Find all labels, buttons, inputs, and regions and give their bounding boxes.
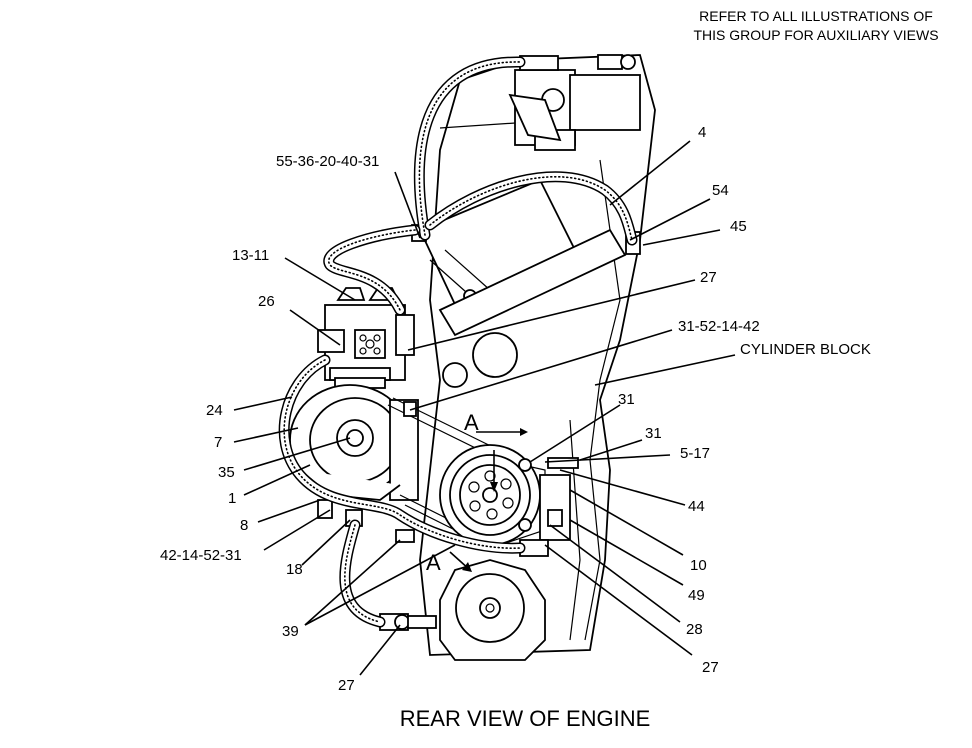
- callout-39: 39: [282, 623, 299, 640]
- callout-8: 8: [240, 517, 248, 534]
- engine-illustration: [289, 54, 656, 661]
- callout-55-36-20-40-31: 55-36-20-40-31: [276, 153, 379, 170]
- callout-4: 4: [698, 124, 706, 141]
- callout-49: 49: [688, 587, 705, 604]
- callout-10: 10: [690, 557, 707, 574]
- callout-18: 18: [286, 561, 303, 578]
- callout-5-17: 5-17: [680, 445, 710, 462]
- hoses: [278, 56, 638, 628]
- section-label-a-top: A: [464, 410, 479, 435]
- callout-35: 35: [218, 464, 235, 481]
- callout-42-14-52-31: 42-14-52-31: [160, 547, 242, 564]
- callout-54: 54: [712, 182, 729, 199]
- leader-lines: [233, 140, 736, 676]
- callout-cylinder-block: CYLINDER BLOCK: [740, 341, 871, 358]
- header-note-line1: REFER TO ALL ILLUSTRATIONS OF: [699, 8, 933, 24]
- callout-27-right: 27: [702, 659, 719, 676]
- callout-45: 45: [730, 218, 747, 235]
- callout-26: 26: [258, 293, 275, 310]
- callout-24: 24: [206, 402, 223, 419]
- header-note-line2: THIS GROUP FOR AUXILIARY VIEWS: [693, 27, 938, 43]
- callout-27-top: 27: [700, 269, 717, 286]
- section-label-a-bottom: A: [426, 550, 441, 575]
- callout-27-bottom: 27: [338, 677, 355, 694]
- callout-1: 1: [228, 490, 236, 507]
- section-markers: [449, 428, 528, 572]
- callout-31-b: 31: [645, 425, 662, 442]
- callout-13-11: 13-11: [232, 247, 269, 264]
- callout-31-a: 31: [618, 391, 635, 408]
- callout-7: 7: [214, 434, 222, 451]
- callout-31-52-14-42: 31-52-14-42: [678, 318, 760, 335]
- callout-44: 44: [688, 498, 705, 515]
- figure-caption: REAR VIEW OF ENGINE: [400, 706, 651, 731]
- callout-28: 28: [686, 621, 703, 638]
